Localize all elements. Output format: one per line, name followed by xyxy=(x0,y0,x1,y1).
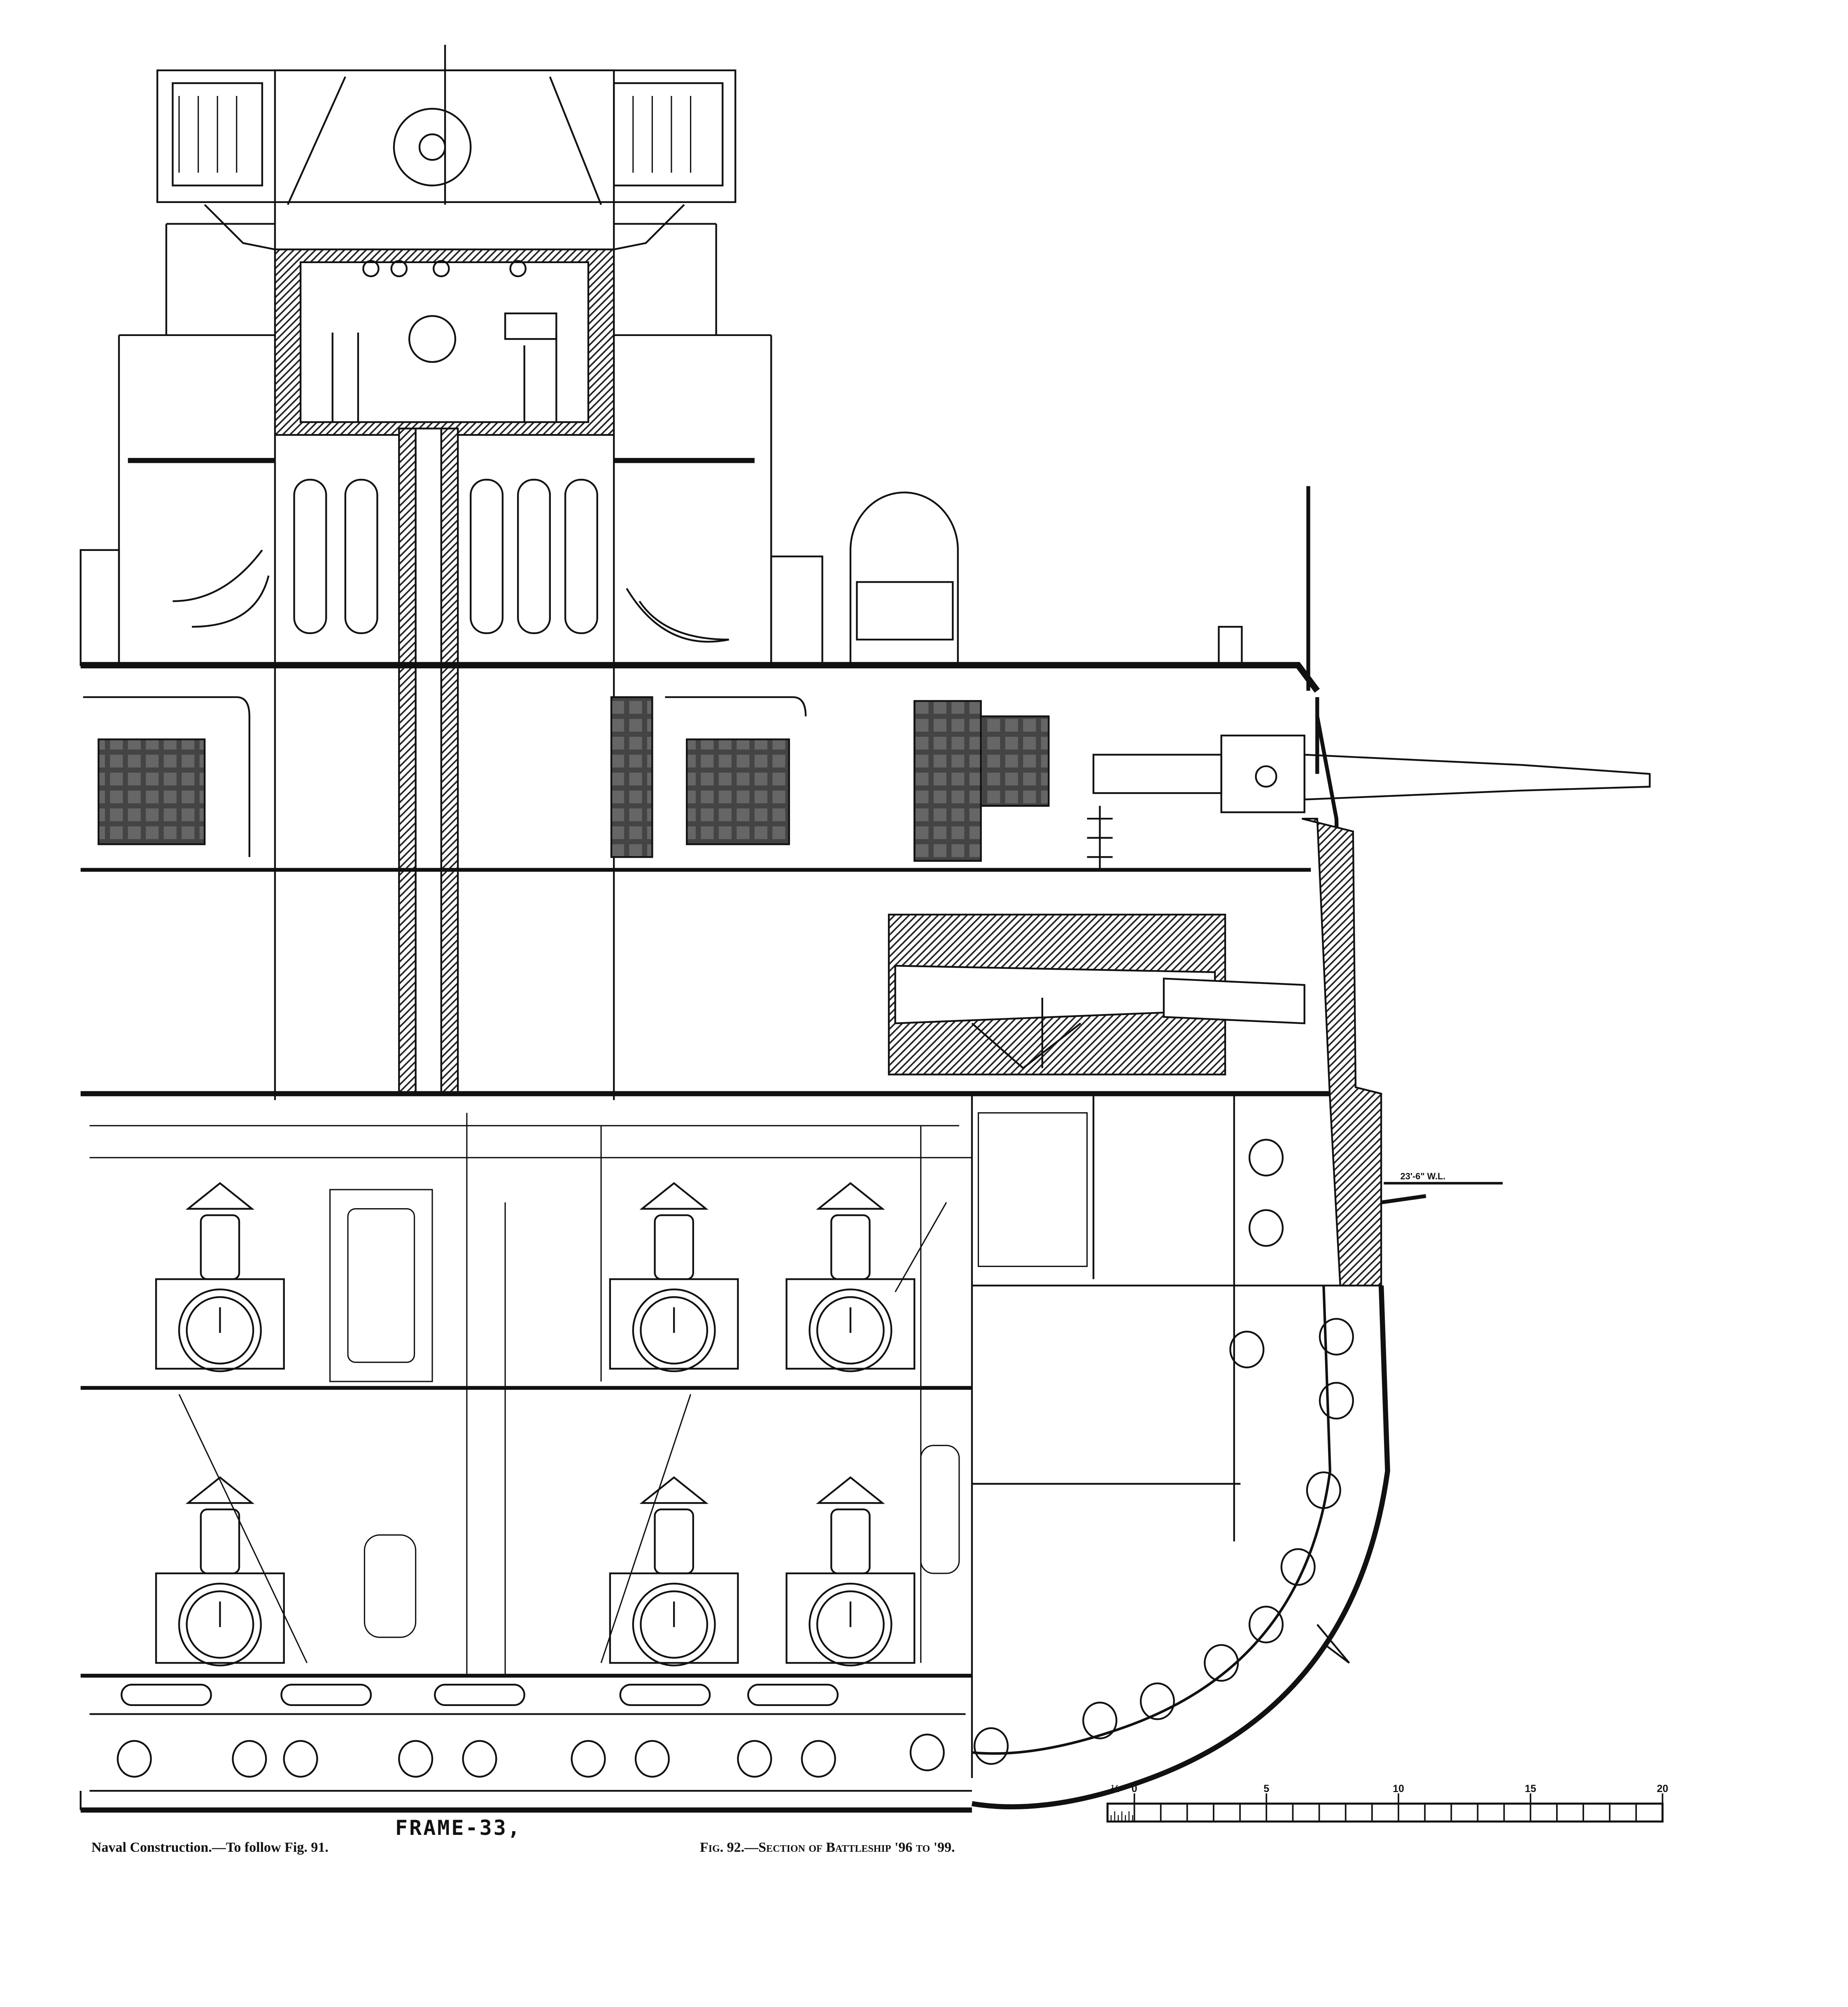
lightening-hole xyxy=(619,1684,711,1706)
porthole-icon xyxy=(634,1740,670,1778)
porthole-icon xyxy=(571,1740,606,1778)
hull-portholes xyxy=(117,1139,1354,1778)
porthole-icon xyxy=(462,1740,497,1778)
porthole-icon xyxy=(1204,1644,1239,1682)
porthole-icon xyxy=(909,1734,945,1771)
lightening-hole xyxy=(434,1684,525,1706)
steering-wheel-icon xyxy=(393,107,472,187)
porthole-icon xyxy=(1306,1471,1341,1509)
porthole-icon xyxy=(398,1740,433,1778)
porthole-icon xyxy=(1082,1701,1118,1739)
porthole-icon xyxy=(117,1740,152,1778)
superstructure xyxy=(79,223,1243,1100)
pump-engine xyxy=(785,1476,916,1666)
waterline-label: 23'-6" W.L. xyxy=(1401,1171,1446,1181)
porthole-icon xyxy=(974,1727,1009,1765)
scale-label: 10 xyxy=(1393,1783,1404,1795)
caption-left: Naval Construction.—To follow Fig. 91. xyxy=(91,1840,329,1855)
pilot-house xyxy=(274,248,615,436)
decks xyxy=(80,662,1356,1792)
engine-room-piping xyxy=(89,1112,1088,1676)
scale-label: 0 xyxy=(1132,1783,1137,1795)
porthole-icon xyxy=(1140,1682,1175,1720)
pump-engine xyxy=(155,1182,285,1372)
porthole-icon xyxy=(232,1740,267,1778)
scale-label: 15 xyxy=(1525,1783,1536,1795)
porthole-icon xyxy=(1280,1548,1316,1586)
armor-belt xyxy=(1301,716,1426,1287)
porthole-icon xyxy=(1319,1318,1354,1356)
porthole-icon xyxy=(801,1740,836,1778)
pump-engine xyxy=(609,1476,739,1666)
porthole-icon xyxy=(1248,1139,1284,1176)
bunkers xyxy=(83,696,1050,862)
casemate-gun xyxy=(1087,486,1651,870)
porthole-icon xyxy=(1229,1330,1265,1368)
lightening-hole xyxy=(747,1684,839,1706)
pump-engine xyxy=(609,1182,739,1372)
turret-room xyxy=(888,913,1305,1076)
bridge-top xyxy=(156,44,736,250)
scale-label: 5 xyxy=(1263,1783,1269,1795)
lightening-hole xyxy=(121,1684,212,1706)
engine-room-machinery xyxy=(155,1182,916,1666)
lightening-hole xyxy=(280,1684,372,1706)
scale-label: 20 xyxy=(1657,1783,1669,1795)
frame-label: FRAME-33, xyxy=(395,1816,522,1840)
porthole-icon xyxy=(737,1740,772,1778)
pump-engine xyxy=(785,1182,916,1372)
porthole-icon xyxy=(1319,1382,1354,1420)
porthole-icon xyxy=(1248,1209,1284,1247)
porthole-icon xyxy=(1248,1606,1284,1643)
pump-engine xyxy=(155,1476,285,1666)
waterline-marker: 23'-6" W.L. xyxy=(1384,1171,1503,1185)
figure-caption: Fig. 92.—Section of Battleship '96 to '9… xyxy=(700,1840,955,1855)
porthole-icon xyxy=(283,1740,318,1778)
scale-label: ½ xyxy=(1111,1783,1120,1795)
hull xyxy=(79,1285,1390,1813)
